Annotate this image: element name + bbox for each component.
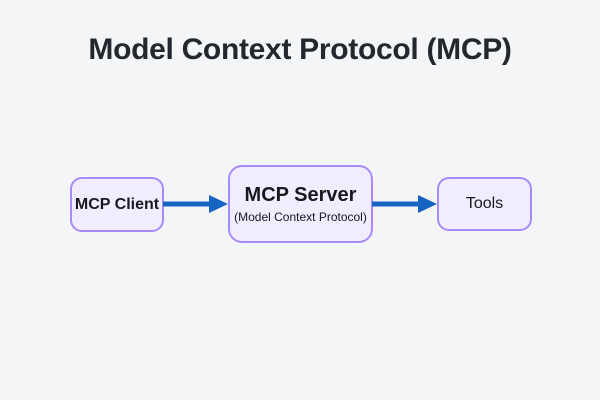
arrow-client-to-server-icon bbox=[163, 195, 228, 213]
arrow-server-to-tools-icon bbox=[372, 195, 437, 213]
diagram-title: Model Context Protocol (MCP) bbox=[88, 33, 512, 66]
node-mcp-client: MCP Client bbox=[70, 177, 164, 232]
node-mcp-server-label: MCP Server bbox=[244, 184, 357, 206]
node-mcp-server-sublabel: (Model Context Protocol) bbox=[234, 210, 367, 224]
node-mcp-server: MCP Server (Model Context Protocol) bbox=[228, 165, 373, 243]
node-mcp-client-label: MCP Client bbox=[74, 195, 160, 213]
node-tools: Tools bbox=[437, 177, 532, 231]
node-tools-label: Tools bbox=[465, 195, 504, 212]
